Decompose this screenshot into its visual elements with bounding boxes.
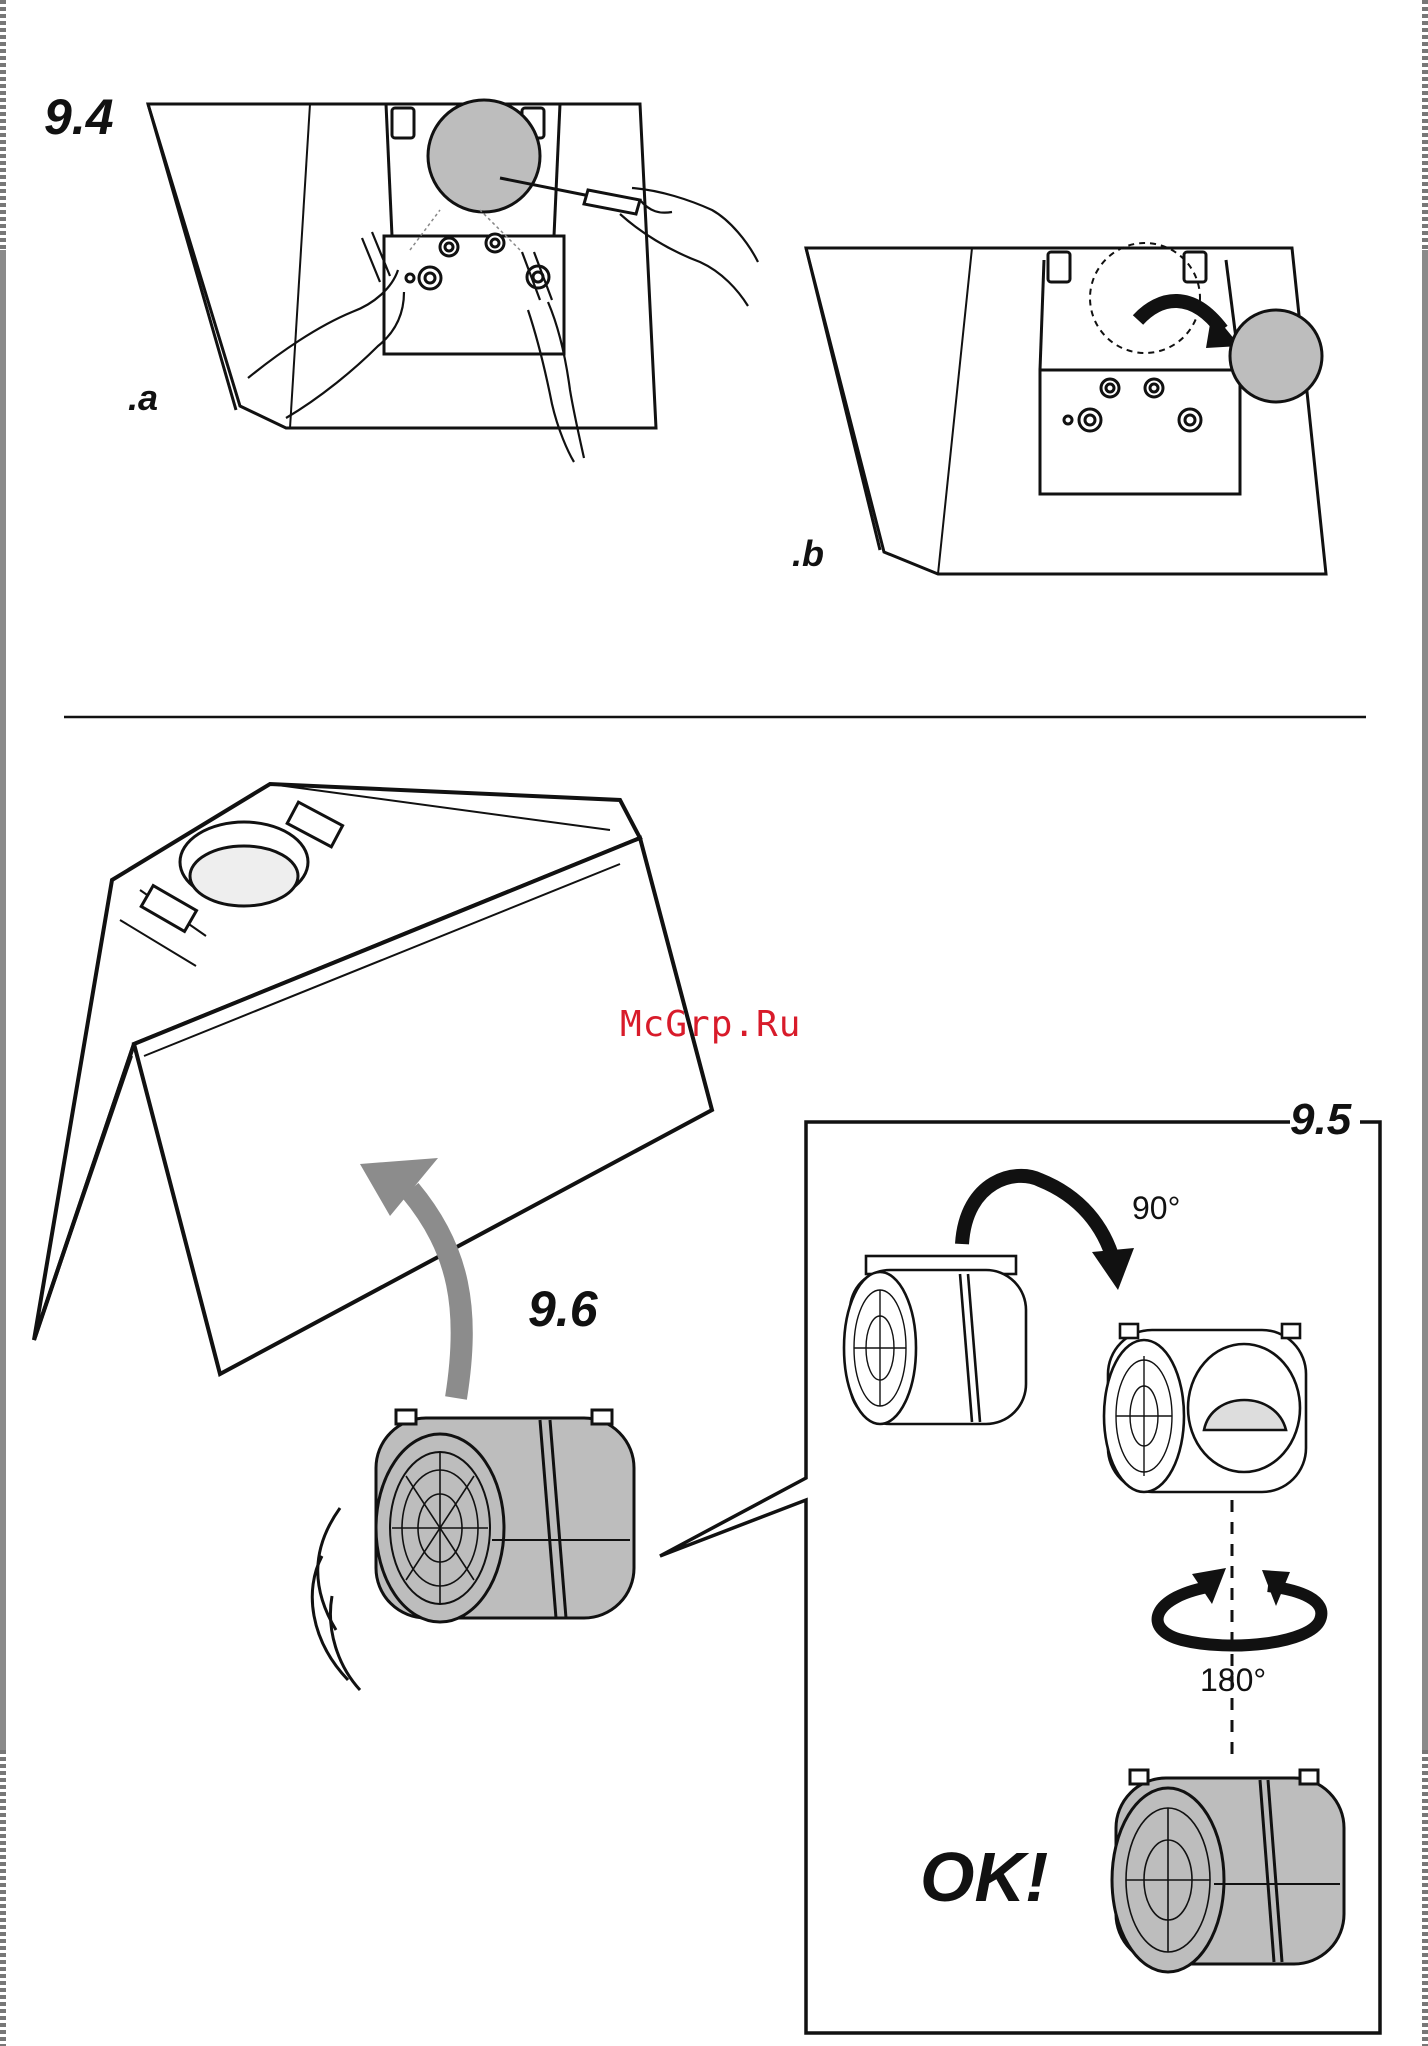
figure-label-9-6: 9.6 — [528, 1284, 598, 1334]
hood-panel-b — [806, 248, 1326, 574]
vibration-marks — [312, 1508, 360, 1690]
rotation-90-label: 90° — [1132, 1192, 1180, 1224]
motor-side-view — [844, 1256, 1026, 1424]
filter-disc-b — [1230, 310, 1322, 402]
rotate-180-arrow — [1158, 1586, 1322, 1646]
figure-label-9-4: 9.4 — [44, 92, 114, 142]
rotation-180-label: 180° — [1200, 1664, 1266, 1696]
sub-label-a: .a — [128, 380, 158, 416]
motor-final-ok — [1112, 1770, 1344, 1972]
hood-panel-a — [148, 104, 656, 428]
motor-unit-9-6 — [376, 1410, 634, 1622]
rotate-90-arrow — [962, 1176, 1114, 1262]
ok-label: OK! — [920, 1842, 1048, 1912]
sub-label-b: .b — [792, 536, 824, 572]
rotate-90-arrow-head — [1092, 1248, 1134, 1290]
motor-rotated-view — [1104, 1324, 1306, 1492]
figure-label-9-5: 9.5 — [1290, 1098, 1351, 1142]
watermark: McGrp.Ru — [620, 1004, 801, 1045]
filter-disc-a — [428, 100, 540, 212]
hood-body-large — [34, 784, 712, 1374]
